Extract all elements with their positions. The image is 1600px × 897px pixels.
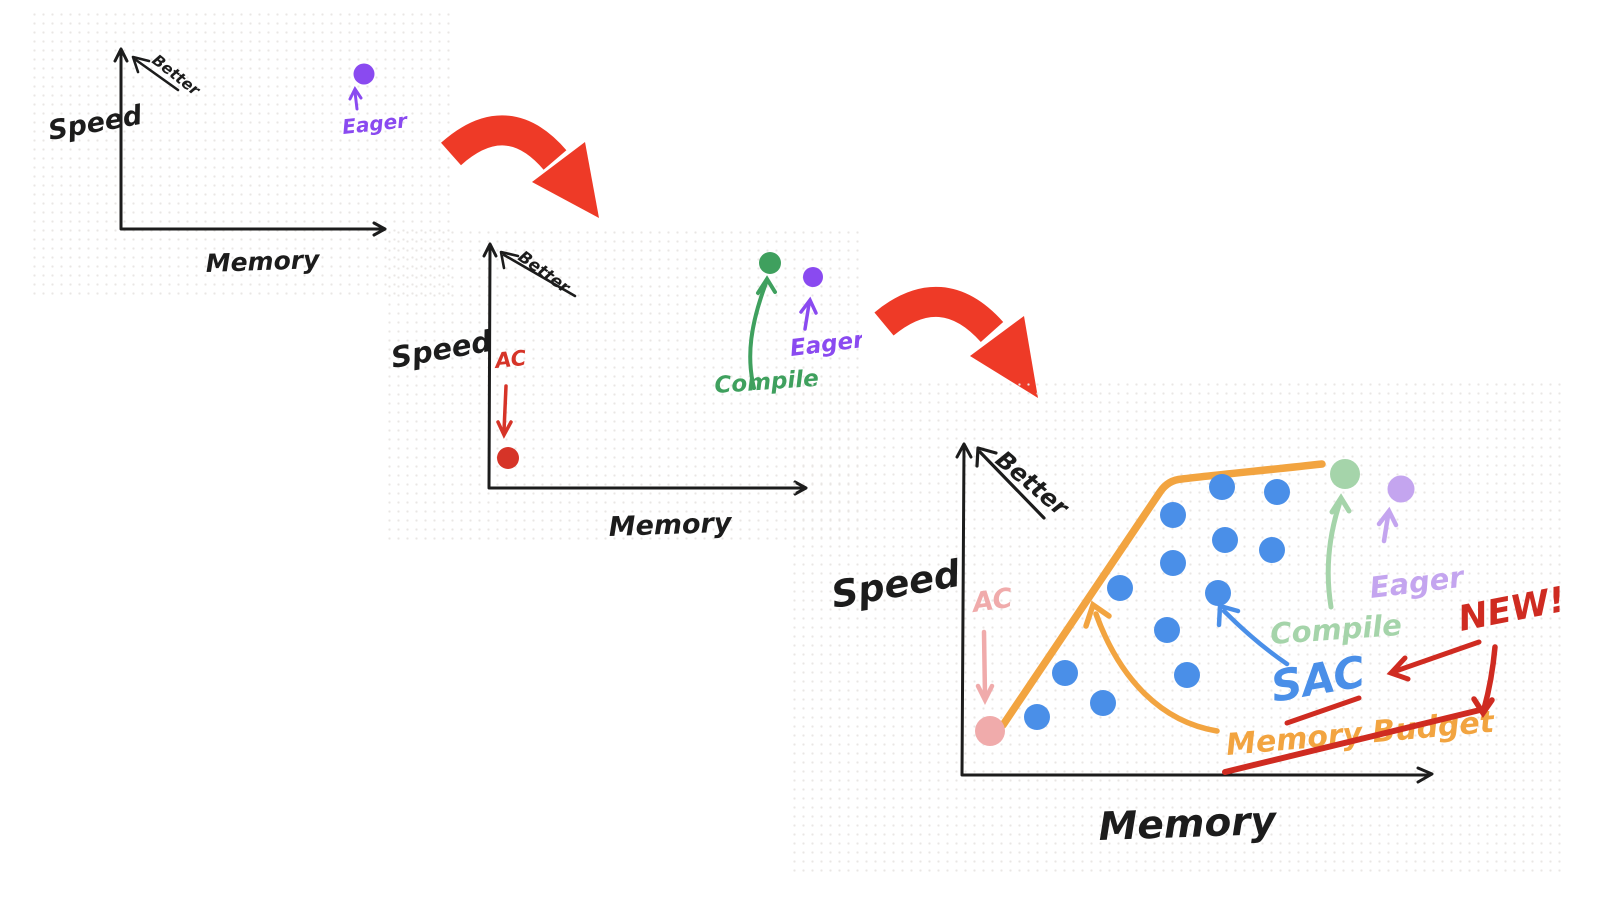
eager-dot [353,63,375,85]
eager-label: Eager [789,327,862,362]
sac-dot [1107,575,1133,601]
new-arrow-to-budget-arrowhead-icon [1471,696,1495,718]
ac-label: AC [969,583,1015,620]
axes [487,245,805,490]
eager-dot [803,267,823,287]
better-arrowhead-icon [131,55,151,74]
sac-dot [1212,527,1238,553]
sac-dot [1264,479,1290,505]
memory-budget-pointer-arrowhead-icon [1083,600,1112,629]
eager-label: Eager [341,108,409,139]
sac-pointer-arrow-icon [1221,608,1290,667]
compile-dot [1330,459,1360,489]
sac-pointer-arrowhead-icon [1216,603,1241,628]
ac-pointer-arrow-icon [981,629,988,699]
memory-budget-red-underline [1222,707,1483,775]
panel-1-speed-vs-memory: Better Speed Memory Eager [30,10,450,295]
compile-dot [759,252,781,274]
sac-dot [1174,662,1200,688]
ac-label: AC [492,346,528,373]
ac-pointer-arrowhead-icon [496,420,513,439]
sac-dot [1209,474,1235,500]
sac-dot [1259,537,1285,563]
new-label: NEW! [1455,580,1565,640]
eager-pointer-arrowhead-icon [348,86,363,101]
x-axis-label: Memory [205,245,321,278]
compile-pointer-arrowhead-icon [756,275,777,295]
y-axis-arrowhead-icon [955,442,973,459]
better-label: Better [515,247,574,297]
sac-label: SAC [1267,647,1369,713]
better-arrow-icon [502,253,577,298]
sac-dot [1052,660,1078,686]
ac-pointer-arrowhead-icon [975,683,995,706]
y-axis-arrowhead-icon [482,242,498,258]
eager-dot [1387,475,1415,503]
flow-arrow-1-icon [441,115,599,218]
ac-dot [497,447,519,469]
sac-dot [1024,704,1050,730]
x-axis-label: Memory [1098,799,1278,850]
compile-dot [1330,459,1360,489]
sac-dot [1090,690,1116,716]
better-arrow-icon [978,450,1046,520]
panel-2-speed-vs-memory: Better Speed Memory AC Compile Eager [385,228,862,546]
eager-pointer-arrow-icon [1381,513,1391,544]
new-arrow-to-sac-arrowhead-icon [1386,655,1411,682]
y-axis-label: Speed [828,552,964,617]
new-arrow-to-sac-icon [1393,639,1482,674]
better-arrow-icon [134,58,180,92]
better-arrowhead-icon [499,250,520,270]
compile-label: Compile [1269,608,1403,651]
sac-dot [1205,580,1231,606]
memory-budget-pointer-arrow-icon [1093,611,1220,734]
panel-3-speed-vs-memory-sac: Better Speed Memory AC Compile Eager SAC [790,380,1565,872]
memory-budget-frontier-curve [999,460,1326,729]
flow-arrow-2-icon [874,287,1038,398]
ac-dot [497,447,519,469]
better-arrowhead-icon [975,446,998,468]
sac-dot [1154,617,1180,643]
eager-pointer-arrow-icon [353,90,359,111]
ac-dot [975,716,1005,746]
ac-dot [975,716,1005,746]
y-axis-label: Speed [388,324,494,375]
sac-dot [1160,502,1186,528]
better-label: Better [990,445,1075,523]
sac-dot [1160,550,1186,576]
sac-dots [1024,474,1290,730]
eager-dot [353,63,375,85]
eager-dot [1387,475,1415,503]
compile-pointer-arrowhead-icon [1329,493,1352,515]
eager-pointer-arrowhead-icon [1376,506,1399,528]
axes [119,50,384,231]
axes [960,445,1430,777]
compile-pointer-arrow-icon [1325,499,1343,610]
ac-pointer-arrow-icon [502,384,508,433]
compile-pointer-arrow-icon [748,281,768,390]
y-axis-label: Speed [46,100,145,147]
y-axis-arrowhead-icon [113,47,129,63]
new-arrow-to-budget-icon [1481,644,1498,712]
sac-red-underline [1284,695,1362,726]
compile-dot [759,252,781,274]
eager-label: Eager [1368,560,1467,605]
eager-dot [803,267,823,287]
x-axis-arrowhead-icon [1416,766,1434,784]
x-axis-label: Memory [608,508,733,543]
eager-pointer-arrowhead-icon [799,296,818,315]
eager-pointer-arrow-icon [803,302,811,331]
